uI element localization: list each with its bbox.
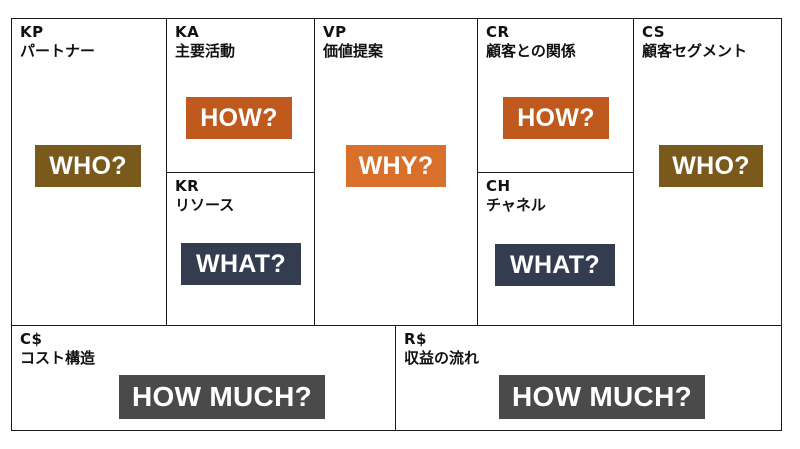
- block-label: CH チャネル: [486, 177, 546, 215]
- block-label: KR リソース: [175, 177, 234, 215]
- block-name: パートナー: [20, 41, 96, 60]
- how-tag: HOW?: [186, 97, 292, 139]
- block-code: CR: [486, 23, 510, 41]
- block-channels: CH チャネル WHAT?: [477, 172, 635, 327]
- block-customer-segments: CS 顧客セグメント WHO?: [633, 18, 782, 327]
- block-code: CH: [486, 177, 511, 195]
- what-tag: WHAT?: [181, 243, 301, 285]
- block-customer-relationships: CR 顧客との関係 HOW?: [477, 18, 635, 174]
- block-name: リソース: [175, 195, 235, 214]
- block-name: 主要活動: [175, 41, 236, 60]
- block-label: VP 価値提案: [323, 23, 383, 61]
- block-name: 価値提案: [323, 41, 384, 60]
- block-key-partners: KP パートナー WHO?: [11, 18, 168, 327]
- block-revenue-streams: R$ 収益の流れ HOW MUCH?: [395, 325, 782, 431]
- block-name: 収益の流れ: [404, 348, 480, 367]
- business-model-canvas: KP パートナー WHO? KA 主要活動 HOW? KR リソース WHAT?…: [11, 18, 782, 431]
- what-tag: WHAT?: [495, 244, 615, 286]
- block-code: C$: [20, 330, 43, 348]
- block-name: チャネル: [486, 195, 546, 214]
- block-label: CR 顧客との関係: [486, 23, 576, 61]
- how-tag: HOW?: [503, 97, 609, 139]
- block-label: R$ 収益の流れ: [404, 330, 479, 368]
- block-name: 顧客セグメント: [642, 41, 748, 60]
- block-code: KR: [175, 177, 200, 195]
- block-label: KP パートナー: [20, 23, 95, 61]
- block-name: 顧客との関係: [486, 41, 576, 60]
- block-code: VP: [323, 23, 347, 41]
- who-tag: WHO?: [35, 145, 141, 187]
- block-key-activities: KA 主要活動 HOW?: [166, 18, 316, 174]
- block-code: KA: [175, 23, 200, 41]
- block-key-resources: KR リソース WHAT?: [166, 172, 316, 327]
- block-label: C$ コスト構造: [20, 330, 95, 368]
- how-much-tag: HOW MUCH?: [499, 375, 705, 419]
- block-code: R$: [404, 330, 427, 348]
- block-cost-structure: C$ コスト構造 HOW MUCH?: [11, 325, 397, 431]
- block-value-propositions: VP 価値提案 WHY?: [314, 18, 479, 327]
- block-code: KP: [20, 23, 44, 41]
- block-name: コスト構造: [20, 348, 96, 367]
- why-tag: WHY?: [346, 145, 446, 187]
- block-label: KA 主要活動: [175, 23, 235, 61]
- how-much-tag: HOW MUCH?: [119, 375, 325, 419]
- block-code: CS: [642, 23, 666, 41]
- who-tag: WHO?: [659, 145, 763, 187]
- block-label: CS 顧客セグメント: [642, 23, 747, 61]
